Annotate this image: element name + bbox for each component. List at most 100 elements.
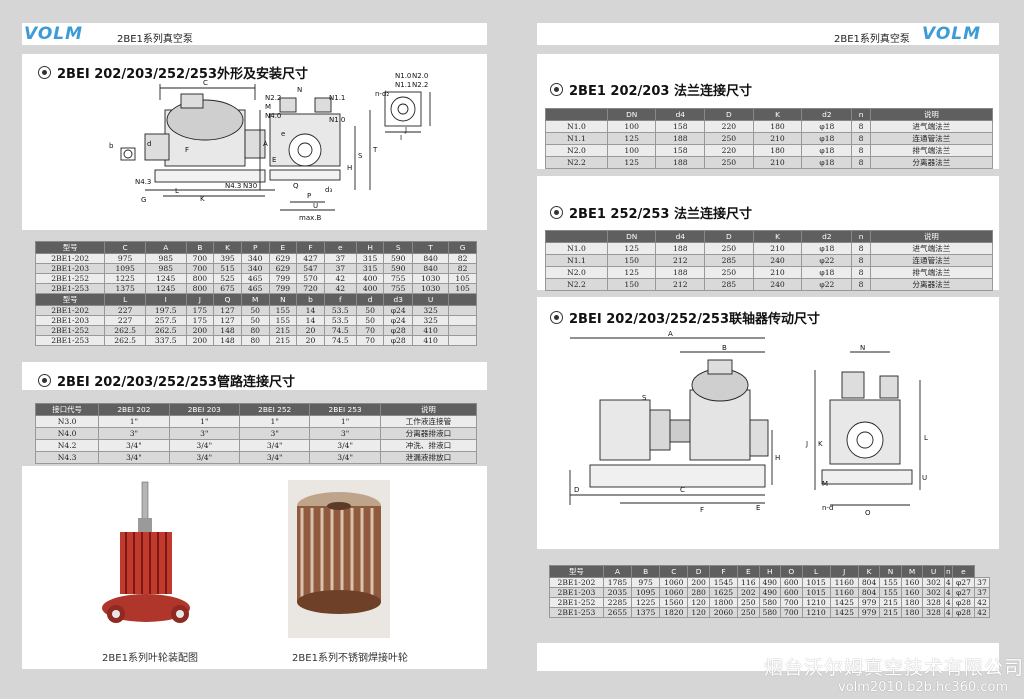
table-cell: 125 — [606, 242, 657, 255]
table-cell: 799 — [268, 273, 298, 284]
bullet-icon — [38, 374, 51, 387]
dim-label-E: E — [272, 156, 276, 164]
table-cell: 158 — [655, 144, 706, 157]
dim-label-K: K — [818, 440, 823, 448]
table-cell: 220 — [704, 120, 754, 133]
table-cell: 840 — [411, 263, 450, 274]
table-cell: 74.5 — [323, 335, 357, 346]
table-header-cell: e — [323, 241, 357, 254]
label-n-d: n-d — [822, 504, 833, 512]
left-page-header — [22, 23, 487, 45]
table-cell: φ28 — [383, 335, 413, 346]
table-header-cell: U — [411, 293, 450, 306]
table-header-cell: d2 — [801, 108, 853, 121]
table-cell: 985 — [144, 253, 187, 264]
dim-label-G: G — [141, 196, 146, 204]
table-cell: 755 — [383, 273, 413, 284]
table-header-cell: H — [758, 565, 782, 578]
table-cell: 82 — [448, 263, 477, 274]
table-cell: 975 — [631, 577, 661, 588]
table-cell: 215 — [879, 607, 902, 618]
bullet-icon — [550, 206, 563, 219]
table-cell: 302 — [922, 587, 945, 598]
table-cell: N1.1 — [545, 132, 608, 145]
table-cell: 720 — [296, 283, 325, 294]
table-cell: 20 — [296, 335, 325, 346]
dim-label-A: A — [668, 330, 673, 338]
table-cell: 210 — [752, 132, 803, 145]
label-N: N — [297, 86, 302, 94]
table-header-cell: f — [323, 293, 357, 306]
table-cell: 4 — [943, 577, 953, 588]
table-cell: 755 — [383, 283, 413, 294]
table-cell: 840 — [411, 253, 450, 264]
table-cell: 210 — [752, 156, 803, 169]
table-cell: 210 — [752, 266, 803, 279]
table-header-cell: S — [383, 241, 413, 254]
table-cell: 80 — [240, 325, 270, 336]
table-header-cell: DN — [606, 108, 657, 121]
table-cell: 4 — [943, 607, 953, 618]
table-cell: 240 — [752, 254, 803, 267]
table-cell: 53.5 — [323, 305, 357, 316]
table-cell: 175 — [185, 305, 215, 316]
table-cell: 160 — [900, 577, 924, 588]
table-header-cell: D — [704, 230, 754, 243]
table-cell: 50 — [240, 315, 270, 326]
table-cell: 1785 — [602, 577, 633, 588]
table-cell: 200 — [687, 577, 710, 588]
table-cell: 泄漏液排放口 — [379, 451, 478, 464]
table-header-cell: 2BEI 202 — [98, 403, 170, 416]
table-cell: 148 — [213, 335, 242, 346]
table-cell: 1210 — [801, 607, 831, 618]
table-header-cell: B — [631, 565, 661, 578]
table-cell: 80 — [240, 335, 270, 346]
table-cell: 400 — [355, 273, 385, 284]
table-cell: 14 — [296, 315, 325, 326]
table-cell: 465 — [240, 273, 270, 284]
table-cell: 116 — [737, 577, 760, 588]
table-cell: 8 — [851, 266, 871, 279]
impeller-assembly-caption: 2BE1系列叶轮装配图 — [102, 653, 198, 664]
table-cell: 42 — [323, 273, 357, 284]
dim-label-H: H — [347, 164, 352, 172]
table-cell: 985 — [144, 263, 187, 274]
table-cell: 227 — [104, 315, 146, 326]
table-cell: 979 — [857, 607, 881, 618]
table-cell: 连通管法兰 — [869, 254, 994, 267]
table-cell: 3/4" — [168, 439, 240, 452]
table-cell: 1" — [168, 415, 240, 428]
table-header-cell: DN — [606, 230, 657, 243]
label-N43: N4.3 — [135, 178, 151, 186]
table-cell: 188 — [655, 132, 706, 145]
footer-url: volm2010.b2b.hc360.com — [838, 680, 1009, 695]
dim-label-D: D — [574, 486, 579, 494]
table-cell: 800 — [185, 283, 215, 294]
table-cell: 37 — [323, 263, 357, 274]
table-header-cell: n — [851, 108, 871, 121]
left-series-label: 2BE1系列真空泵 — [117, 34, 193, 45]
table-cell: N2.0 — [545, 144, 608, 157]
label-N11b: N1.1 — [395, 81, 411, 89]
table-cell: 340 — [240, 263, 270, 274]
table-cell: 37 — [974, 587, 990, 598]
label-N40: N4.0 — [265, 112, 281, 120]
table-cell: 410 — [411, 325, 450, 336]
table-cell: 37 — [974, 577, 990, 588]
table-cell: 8 — [851, 156, 871, 169]
table-header-cell: N — [879, 565, 902, 578]
table-cell: 1030 — [411, 273, 450, 284]
dim-label-S: S — [642, 394, 647, 402]
dim-label-J: J — [404, 126, 407, 134]
table-cell: N4.0 — [34, 427, 100, 440]
table-cell: 1625 — [708, 587, 739, 598]
table-cell: 2BE1-252 — [34, 273, 106, 284]
